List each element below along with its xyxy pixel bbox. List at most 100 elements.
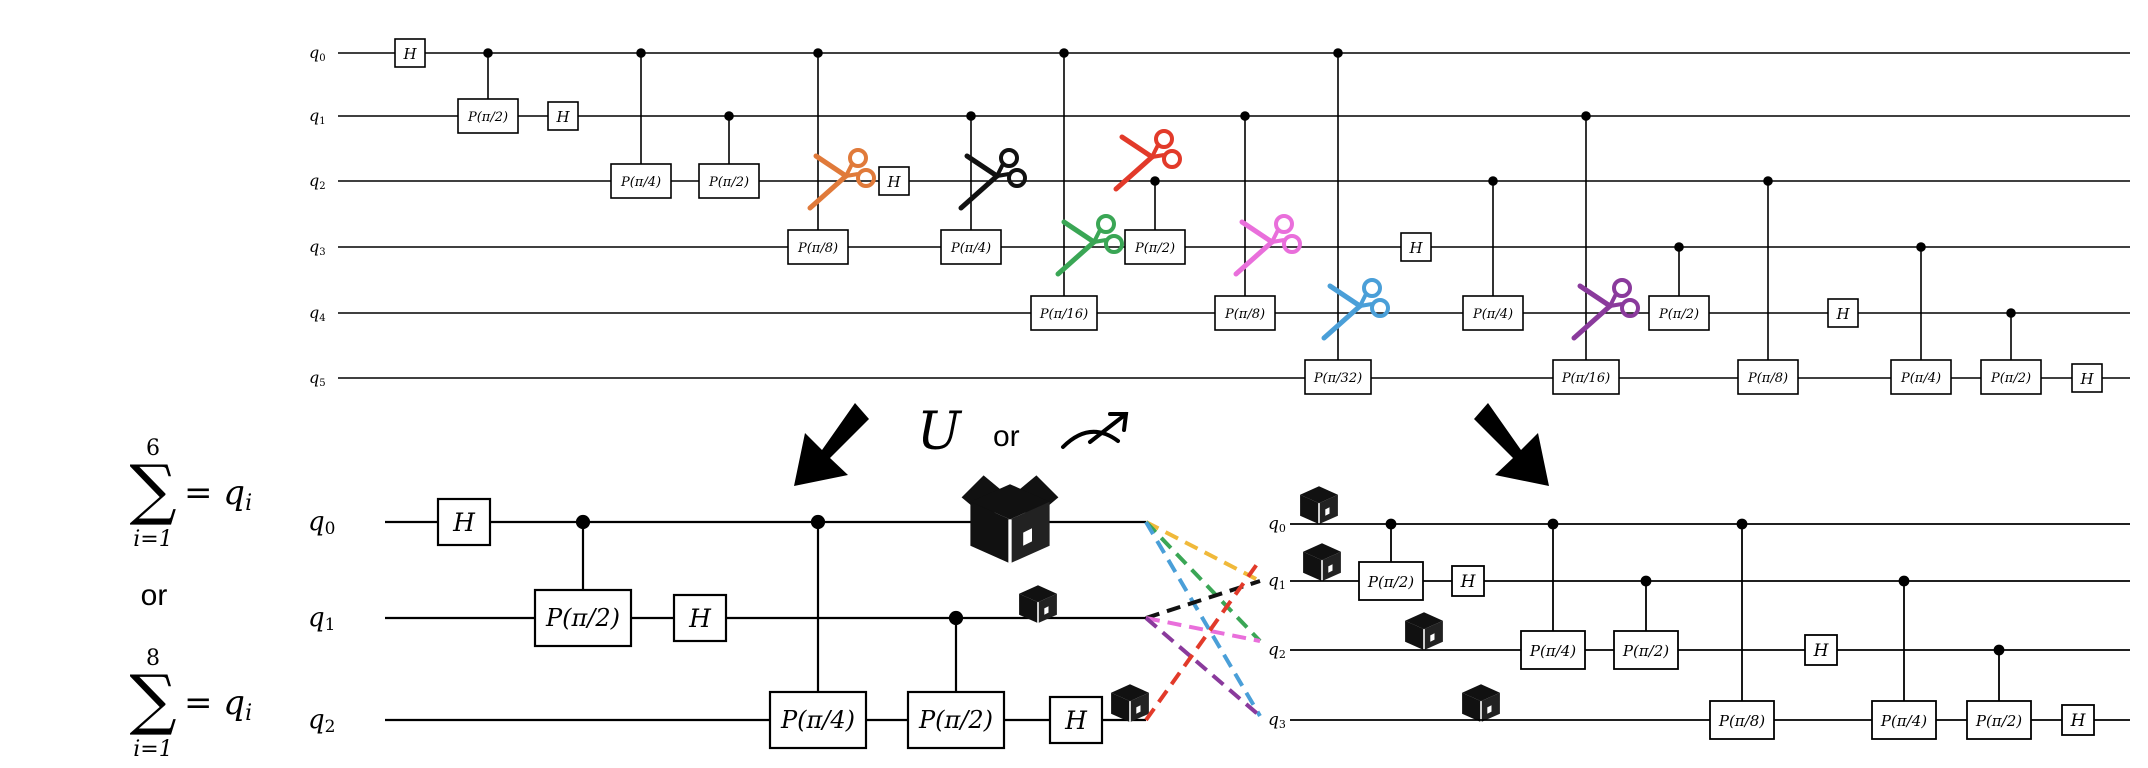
svg-text:P(π/8): P(π/8) <box>1224 307 1265 322</box>
bottom-right-controls <box>1385 518 2005 701</box>
svg-text:P(π/2): P(π/2) <box>545 604 620 632</box>
down-right-arrow-icon <box>1474 403 1549 486</box>
br-gate-p: P(π/8) <box>1709 700 1775 740</box>
svg-text:P(π/2): P(π/2) <box>1975 712 2022 730</box>
svg-text:P(π/2): P(π/2) <box>1134 241 1175 256</box>
top-controls <box>483 48 2016 360</box>
svg-text:H: H <box>1064 706 1088 735</box>
top-gate-p: P(π/2) <box>1648 295 1710 331</box>
svg-text:P(π/16): P(π/16) <box>1039 307 1088 322</box>
scissors-icon <box>1574 280 1638 338</box>
top-gate-p: P(π/16) <box>1552 359 1620 395</box>
top-gate-p: P(π/16) <box>1030 295 1098 331</box>
svg-text:P(π/8): P(π/8) <box>1718 712 1765 730</box>
formula-8: 8 ∑ i=1 = qi <box>129 646 252 762</box>
top-gate-p: P(π/2) <box>1980 359 2042 395</box>
bl-label-q0: q0 <box>308 507 335 539</box>
top-gates: H P(π/2) H P(π/4) P(π/2) P(π/8) H P(π/4)… <box>394 38 2103 395</box>
svg-text:H: H <box>402 45 417 63</box>
top-gate-h: H <box>547 101 579 131</box>
sum-upper: 6 <box>146 436 160 461</box>
br-label-q1: q1 <box>1268 571 1286 592</box>
package-box-icon <box>1461 683 1501 723</box>
package-box-icon <box>1404 611 1444 651</box>
sum-rhs: = qi <box>184 683 252 726</box>
br-gate-p: P(π/2) <box>1358 561 1424 601</box>
svg-text:P(π/4): P(π/4) <box>1880 712 1927 730</box>
bottom-left-controls <box>575 514 964 692</box>
bl-gate-h: H <box>1048 695 1104 745</box>
svg-text:P(π/4): P(π/4) <box>780 706 855 734</box>
package-box-icon <box>1302 542 1342 582</box>
top-gate-p: P(π/2) <box>457 98 519 134</box>
sum-sign: ∑ <box>129 451 176 528</box>
top-gate-p: P(π/8) <box>1737 359 1799 395</box>
br-label-q3: q3 <box>1268 710 1286 731</box>
formula-or: or <box>141 579 168 612</box>
bl-gate-p: P(π/2) <box>906 690 1006 750</box>
svg-text:P(π/16): P(π/16) <box>1561 371 1610 386</box>
package-box-icon <box>1110 683 1150 723</box>
scissors-icon <box>810 150 874 208</box>
top-label-q5: q5 <box>309 368 326 389</box>
sum-lower: i=1 <box>133 527 172 552</box>
top-label-q3: q3 <box>309 237 326 258</box>
cut-wire-mapping <box>1144 520 1262 722</box>
scissors-icon <box>1058 216 1122 274</box>
svg-text:H: H <box>452 508 476 537</box>
bl-label-q1: q1 <box>308 603 335 635</box>
scissors-icon <box>1324 280 1388 338</box>
svg-text:H: H <box>1408 239 1423 257</box>
svg-text:P(π/4): P(π/4) <box>950 241 991 256</box>
bl-label-q2: q2 <box>308 705 335 737</box>
svg-text:P(π/2): P(π/2) <box>1990 371 2031 386</box>
bl-gate-p: P(π/2) <box>533 588 633 648</box>
svg-text:P(π/4): P(π/4) <box>1472 307 1513 322</box>
br-gate-h: H <box>1804 634 1838 666</box>
top-gate-p: P(π/4) <box>1890 359 1952 395</box>
top-gate-p: P(π/4) <box>940 229 1002 265</box>
top-gate-p: P(π/8) <box>1214 295 1276 331</box>
top-gate-p: P(π/2) <box>698 163 760 199</box>
top-gate-p: P(π/2) <box>1124 229 1186 265</box>
br-label-q0: q0 <box>1268 514 1286 535</box>
bl-gate-p: P(π/4) <box>768 690 868 750</box>
top-gate-h: H <box>1827 298 1859 328</box>
package-box-icon <box>961 475 1059 566</box>
br-gate-p: P(π/4) <box>1871 700 1937 740</box>
top-gate-h: H <box>394 38 426 68</box>
cut-wire-blue <box>1144 520 1262 718</box>
svg-text:H: H <box>1813 641 1830 661</box>
svg-text:H: H <box>555 108 570 126</box>
package-boxes <box>961 475 1501 723</box>
bottom-left-qubit-labels: q0 q1 q2 <box>308 507 335 737</box>
svg-text:P(π/4): P(π/4) <box>1900 371 1941 386</box>
cut-wire-purple <box>1144 616 1262 718</box>
top-label-q4: q4 <box>309 303 326 324</box>
cut-wire-pink <box>1145 616 1261 643</box>
br-label-q2: q2 <box>1268 640 1286 661</box>
top-gate-p: P(π/4) <box>610 163 672 199</box>
top-gate-p: P(π/8) <box>787 229 849 265</box>
svg-text:P(π/2): P(π/2) <box>1367 573 1414 591</box>
br-gate-p: P(π/4) <box>1520 630 1586 670</box>
bl-gate-h: H <box>672 593 728 643</box>
top-label-q0: q0 <box>309 43 326 64</box>
sum-rhs: = qi <box>184 473 252 516</box>
svg-text:P(π/2): P(π/2) <box>918 706 993 734</box>
down-right-arrow-icon <box>794 403 869 486</box>
top-gate-h: H <box>2071 363 2103 393</box>
top-gate-p: P(π/32) <box>1304 359 1372 395</box>
measurement-meter-icon <box>1061 412 1129 449</box>
svg-text:P(π/2): P(π/2) <box>1658 307 1699 322</box>
top-label-q2: q2 <box>309 171 326 192</box>
sum-lower: i=1 <box>133 737 172 762</box>
top-qubit-labels: q0 q1 q2 q3 q4 q5 <box>309 43 326 389</box>
svg-text:H: H <box>1460 572 1477 592</box>
or-label: or <box>993 420 1020 453</box>
bl-gate-h: H <box>436 497 492 547</box>
bottom-right-qubit-labels: q0 q1 q2 q3 <box>1268 514 1286 731</box>
package-box-icon <box>1299 485 1339 525</box>
svg-text:H: H <box>886 173 901 191</box>
br-gate-h: H <box>2061 704 2095 736</box>
